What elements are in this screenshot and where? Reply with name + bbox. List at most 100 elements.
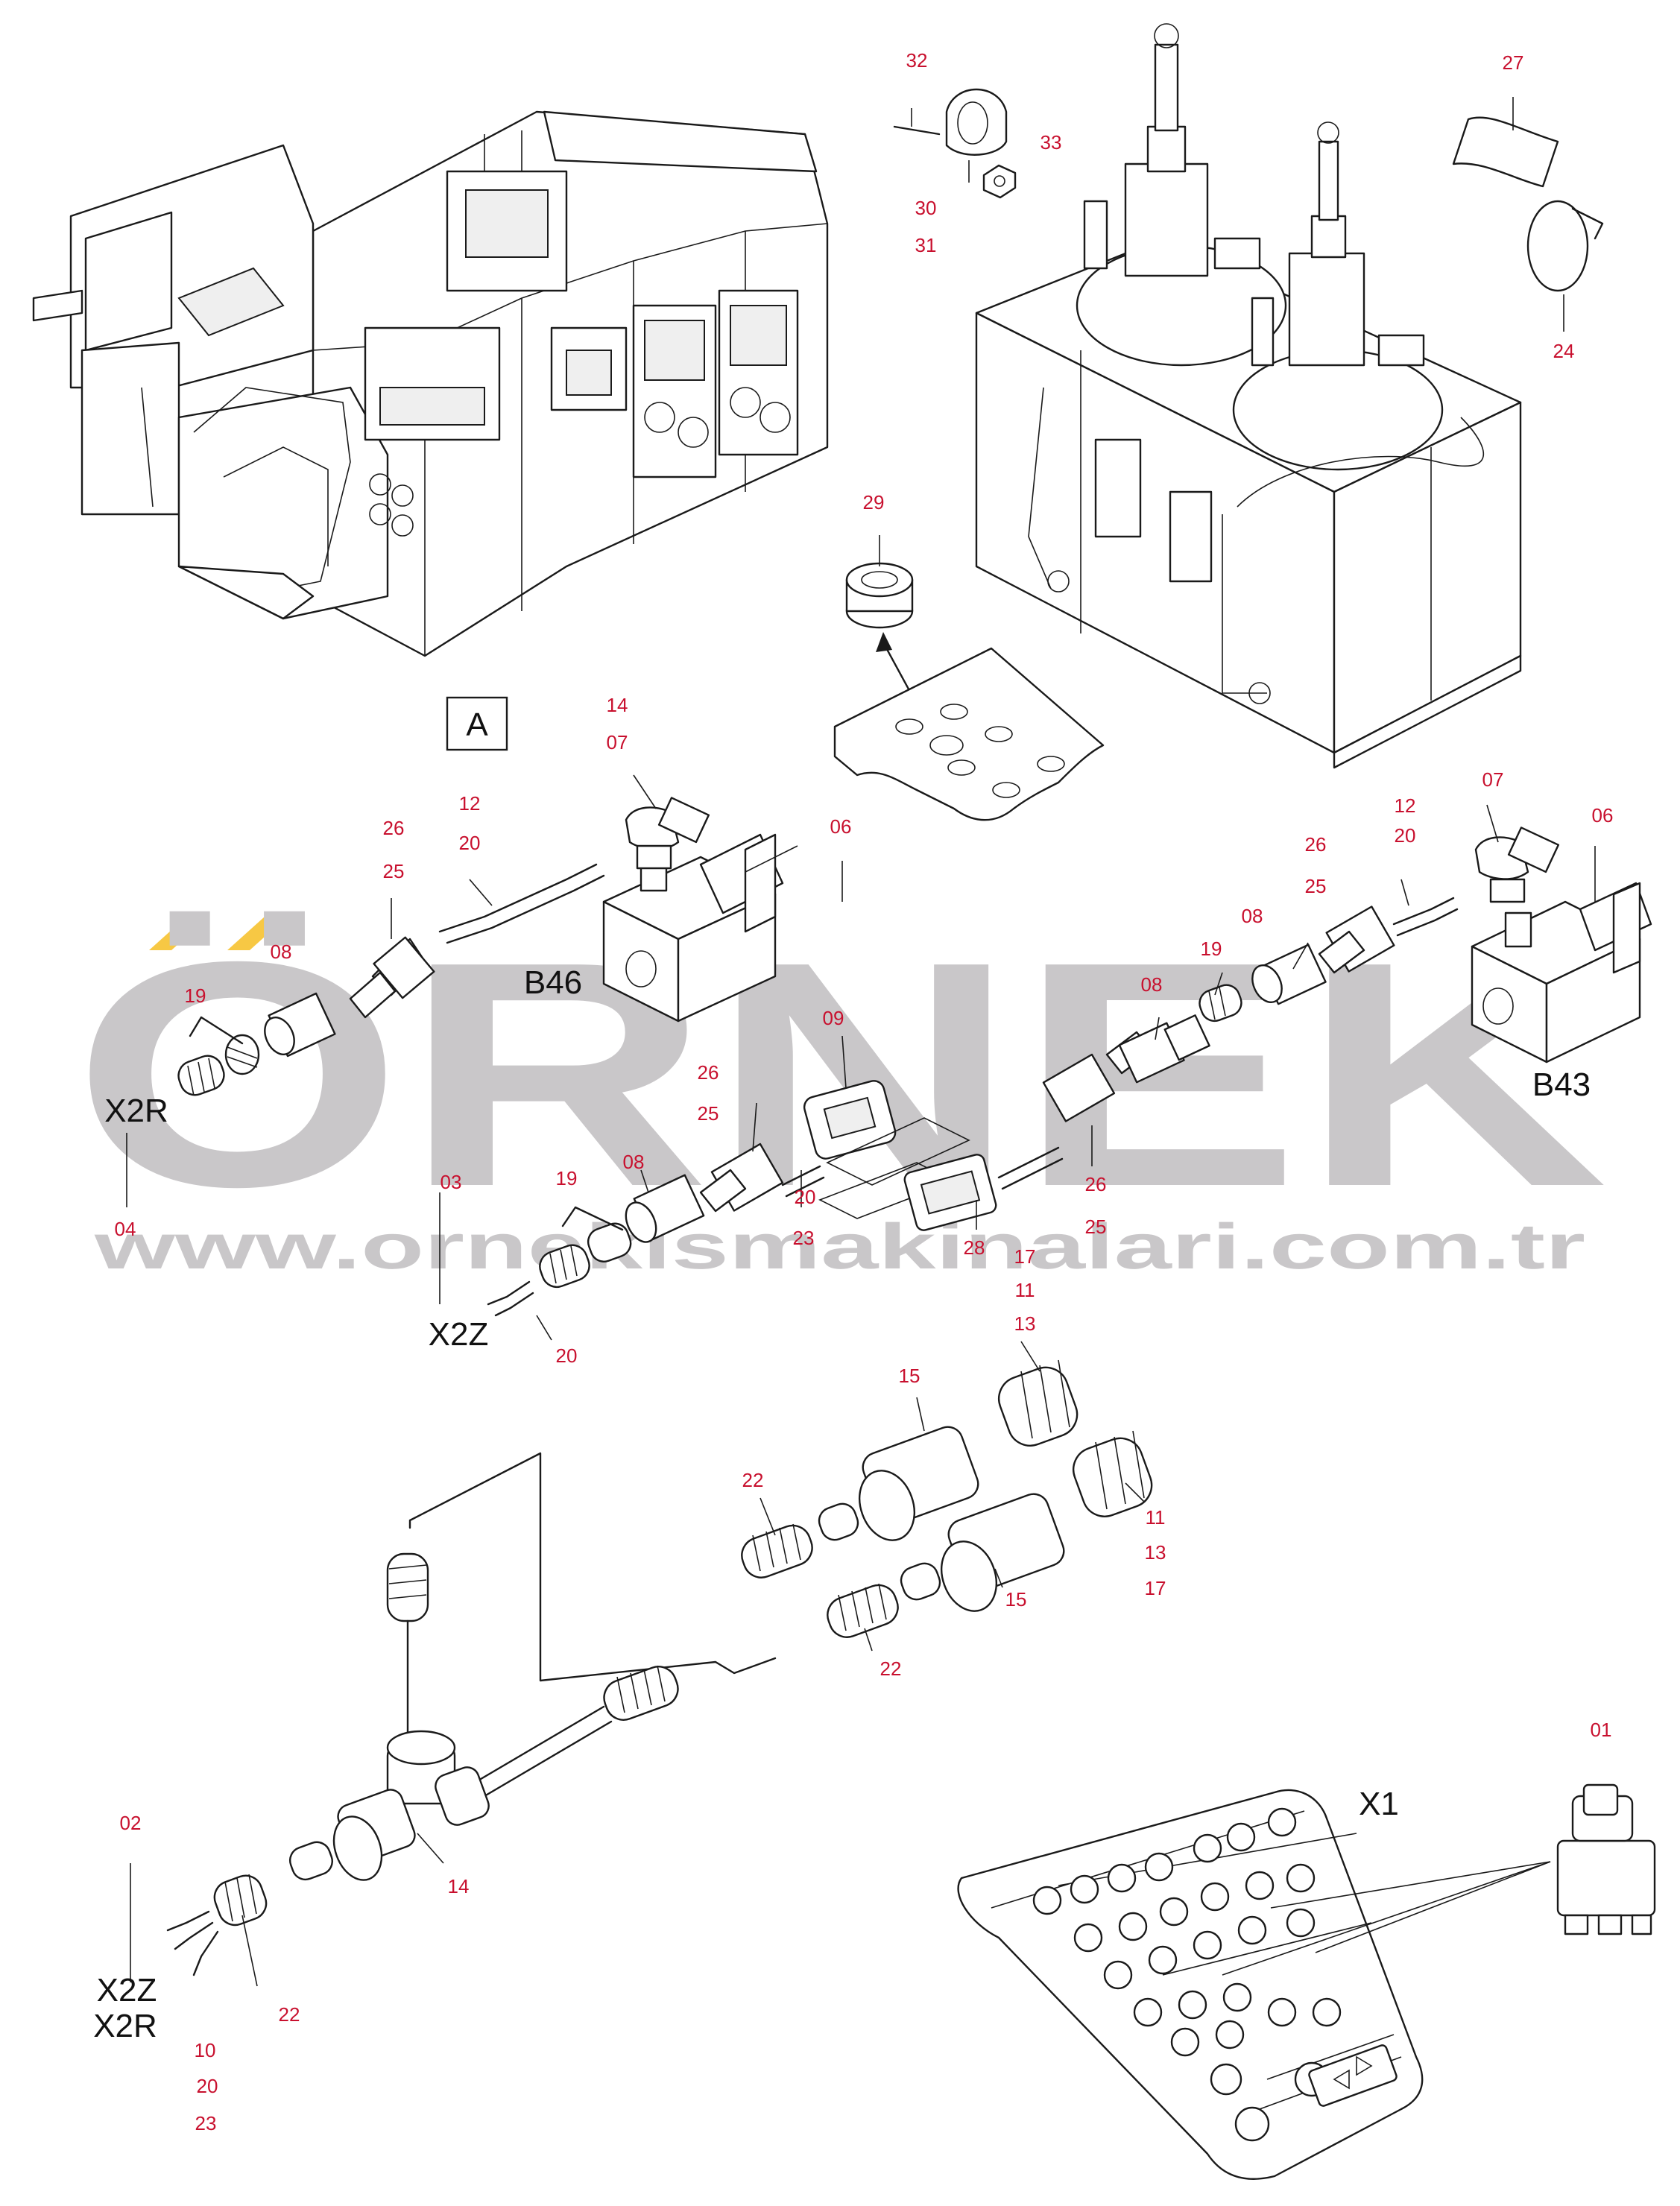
knob-cluster xyxy=(1032,1807,1342,2142)
label-b43: B43 xyxy=(1532,1066,1591,1103)
part-number: 32 xyxy=(906,49,928,72)
part-number: 26 xyxy=(1085,1173,1107,1195)
connector-body-left xyxy=(264,992,336,1058)
part-number: 07 xyxy=(1482,768,1504,791)
grommet xyxy=(845,562,914,629)
part-number: 12 xyxy=(459,792,481,815)
part-number: 26 xyxy=(383,817,405,839)
part-number: 26 xyxy=(698,1061,719,1084)
part-number: 20 xyxy=(197,2075,218,2097)
label-b46: B46 xyxy=(524,964,582,1001)
part-number: 28 xyxy=(964,1236,985,1259)
part-number: 33 xyxy=(1040,131,1062,154)
part-number: 04 xyxy=(115,1218,136,1240)
cable-gland-right xyxy=(1318,906,1395,974)
part-number: 27 xyxy=(1503,51,1524,74)
part-number: 13 xyxy=(1014,1312,1036,1335)
part-number: 15 xyxy=(899,1365,920,1387)
leader-lines xyxy=(126,97,1596,1987)
eye-bolt-assembly xyxy=(893,88,1017,199)
part-number: 15 xyxy=(1005,1588,1027,1611)
connector-body-right xyxy=(1251,944,1327,1005)
part-number: 20 xyxy=(459,832,481,854)
part-number: 13 xyxy=(1145,1541,1166,1564)
part-number: 17 xyxy=(1014,1245,1036,1268)
part-number: 02 xyxy=(120,1812,142,1834)
spring-left xyxy=(224,1034,260,1075)
part-number: 20 xyxy=(795,1186,816,1208)
station-1 xyxy=(446,130,568,292)
part-number: 23 xyxy=(195,2112,217,2134)
spring-22-top xyxy=(741,1502,859,1578)
part-number: 11 xyxy=(1015,1279,1035,1301)
watermark-url: www.ornekismakinalari.com.tr xyxy=(93,1211,1585,1283)
part-number: 08 xyxy=(623,1151,645,1173)
spring-22-small xyxy=(213,1841,333,1927)
connector-plug-28 xyxy=(903,1154,997,1231)
part-number: 20 xyxy=(1395,824,1416,847)
cable-gland-center-left xyxy=(699,1142,784,1213)
connector-body-center-left xyxy=(625,1174,705,1243)
label-x2r-bottom: X2R xyxy=(93,2008,157,2044)
part-number: 22 xyxy=(742,1469,764,1491)
part-number: 01 xyxy=(1591,1719,1612,1741)
part-number: 08 xyxy=(1242,905,1263,927)
part-number: 19 xyxy=(1201,938,1222,960)
connector-body-center-right xyxy=(1118,1014,1210,1084)
part-number: 31 xyxy=(915,234,937,256)
station-4 xyxy=(632,304,717,478)
part-number: 29 xyxy=(863,491,885,513)
hydraulic-unit-drawing xyxy=(975,23,1522,769)
connector-housing-09 xyxy=(803,1080,897,1160)
label-x2z-bottom: X2Z xyxy=(97,1972,157,2009)
part-number: 25 xyxy=(383,860,405,882)
label-x1: X1 xyxy=(1359,1786,1399,1822)
watermark-accent-right xyxy=(227,917,287,950)
part-number: 19 xyxy=(556,1167,578,1189)
part-number: 22 xyxy=(880,1657,902,1680)
part-number: 14 xyxy=(607,694,628,716)
valve-b46 xyxy=(602,833,784,1023)
control-panel-x1 xyxy=(957,1789,1424,2180)
cable-tie xyxy=(1526,200,1604,292)
elbow-connector-left xyxy=(625,797,710,870)
station-5 xyxy=(718,289,799,456)
machine-overview-drawing xyxy=(32,110,829,657)
part-number: 17 xyxy=(1145,1577,1166,1599)
cable-gland-left xyxy=(349,936,435,1019)
spring-22-bottom xyxy=(827,1562,941,1638)
rotary-switch-01 xyxy=(1556,1783,1656,1935)
part-number: 08 xyxy=(1141,973,1163,996)
part-number: 26 xyxy=(1305,833,1327,856)
part-number: 25 xyxy=(698,1102,719,1125)
part-number: 11 xyxy=(1146,1506,1166,1529)
part-number: 22 xyxy=(279,2003,300,2026)
part-number: 25 xyxy=(1305,875,1327,897)
label-x2r-top: X2R xyxy=(104,1093,168,1129)
spring-outer-left xyxy=(177,1055,225,1096)
station-2 xyxy=(364,326,501,537)
detail-a-label: A xyxy=(466,707,488,743)
part-number-labels: 32 33 30 31 27 24 29 14 07 12 20 26 25 0… xyxy=(115,49,1614,2134)
tee-connector-14 xyxy=(332,1730,490,1881)
part-number: 23 xyxy=(793,1227,815,1249)
part-number: 09 xyxy=(823,1007,844,1029)
watermark-accent-left xyxy=(149,917,209,950)
part-number: 03 xyxy=(440,1171,462,1193)
part-number: 19 xyxy=(185,985,206,1007)
part-number: 07 xyxy=(607,731,628,753)
part-number: 06 xyxy=(830,815,852,838)
socket-15-top xyxy=(859,1426,979,1541)
spring-center-left xyxy=(539,1222,632,1289)
part-number: 24 xyxy=(1553,340,1575,362)
part-number: 12 xyxy=(1395,794,1416,817)
adhesive-tape xyxy=(1452,116,1559,188)
valve-b43 xyxy=(1471,882,1652,1064)
part-number: 20 xyxy=(556,1344,578,1367)
part-number: 30 xyxy=(915,197,937,219)
spring-right xyxy=(1199,984,1242,1023)
part-number: 08 xyxy=(271,941,292,963)
plug-13 xyxy=(998,1359,1079,1447)
plug-11 xyxy=(1073,1430,1153,1517)
socket-15-bottom xyxy=(941,1493,1065,1612)
